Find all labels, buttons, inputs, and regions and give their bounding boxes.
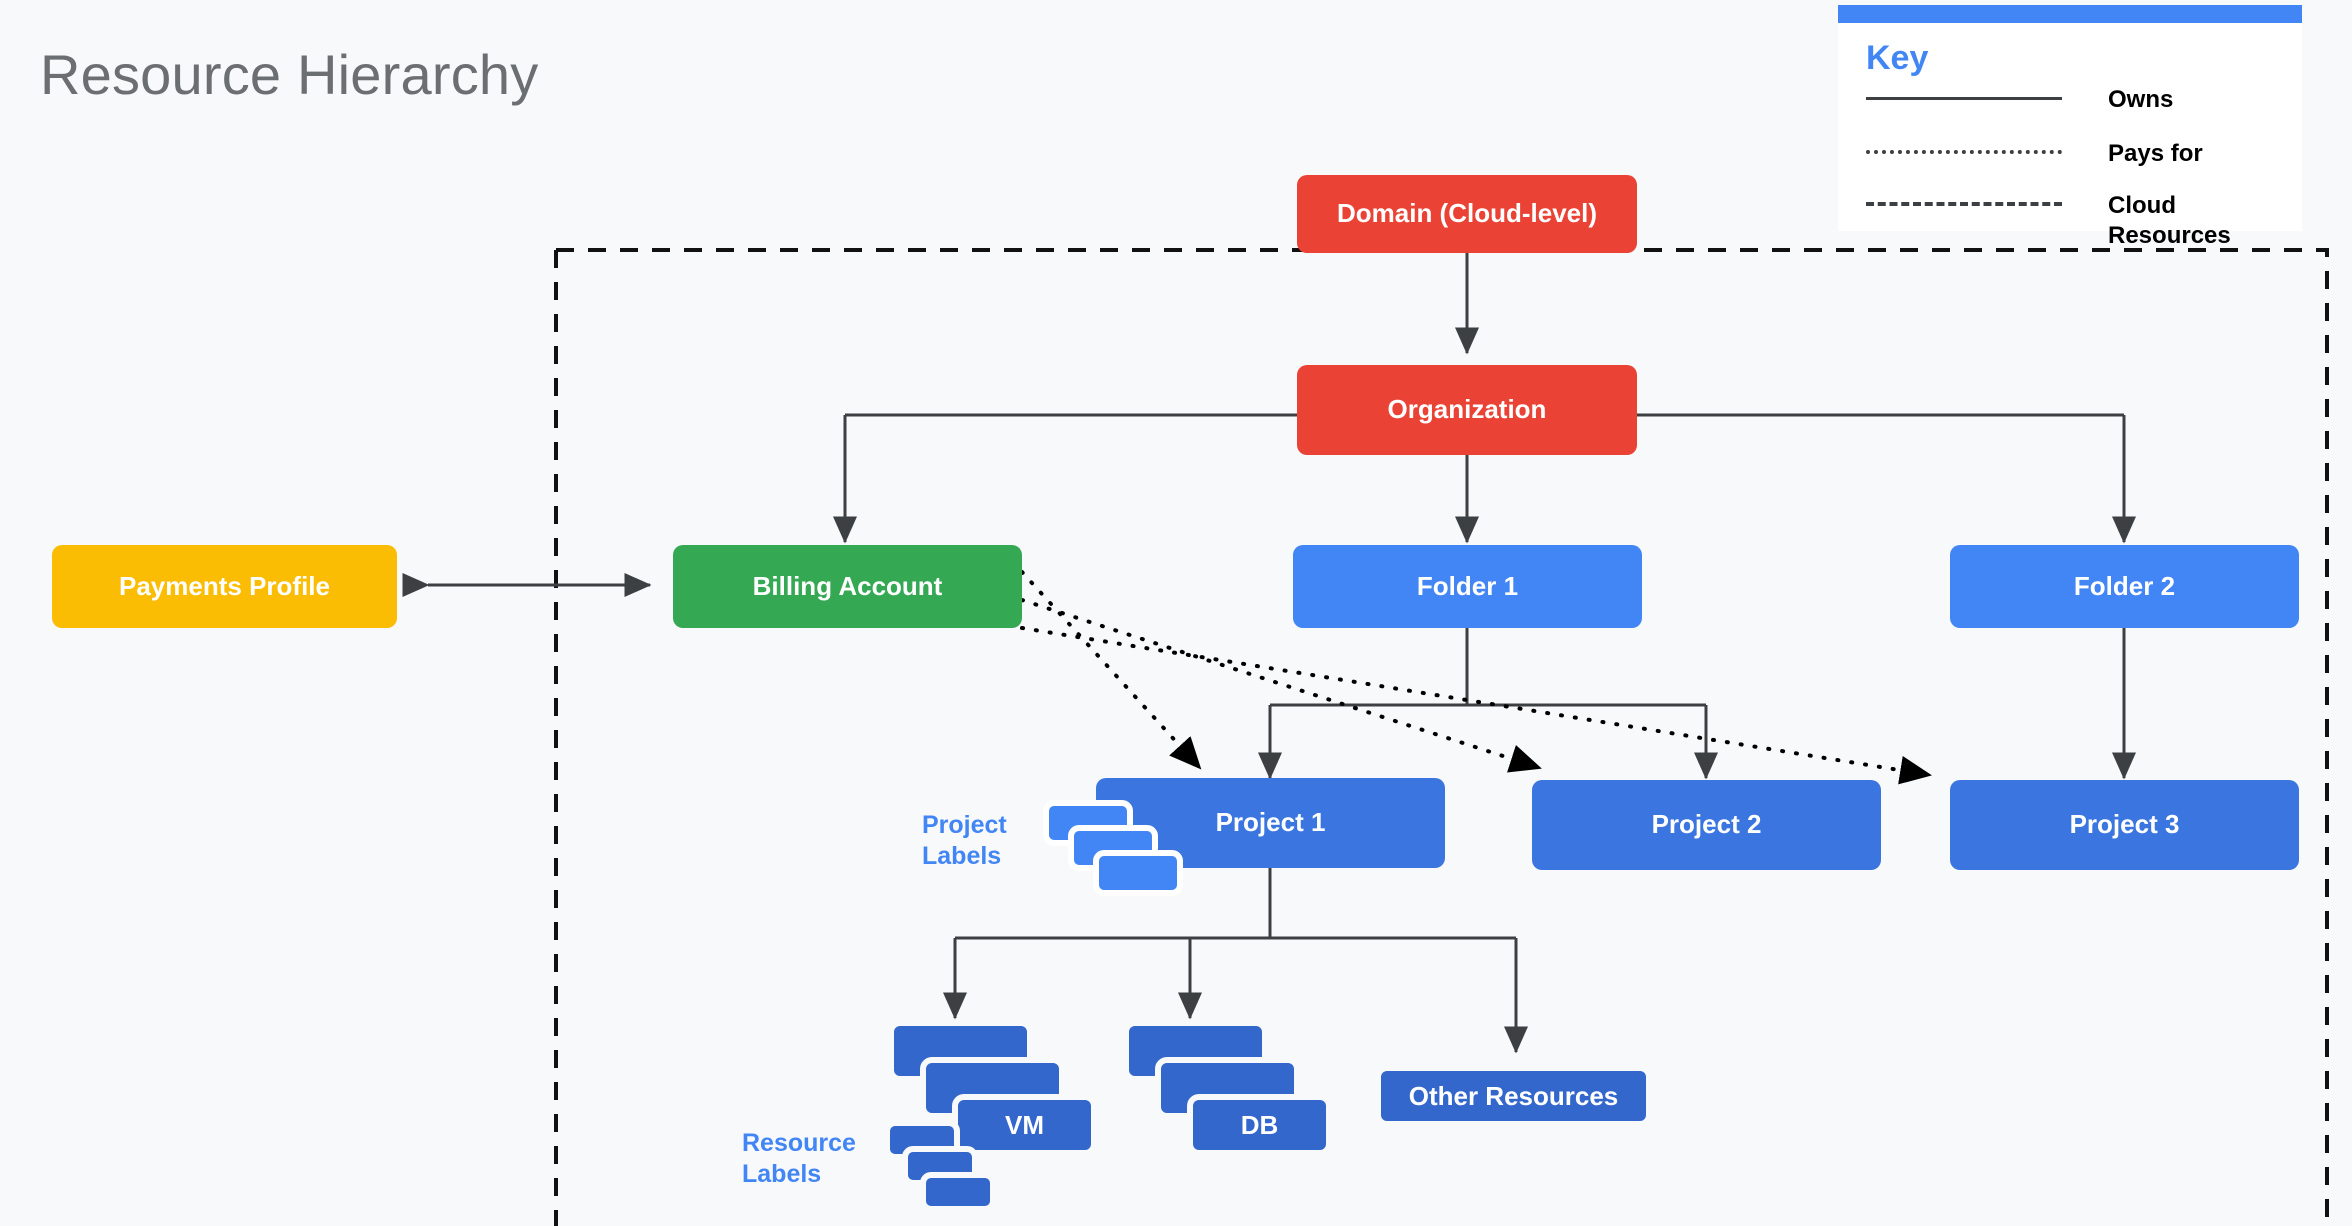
key-line-solid-icon (1866, 85, 2062, 111)
node-folder-1[interactable]: Folder 1 (1293, 545, 1642, 628)
node-vm-label: VM (1005, 1109, 1044, 1140)
project-label-chip-3 (1093, 850, 1183, 896)
key-accent-bar (1838, 5, 2302, 23)
node-organization[interactable]: Organization (1297, 365, 1637, 455)
node-folder-1-label: Folder 1 (1416, 570, 1519, 601)
node-domain[interactable]: Domain (Cloud-level) (1297, 175, 1637, 253)
node-other-resources[interactable]: Other Resources (1375, 1065, 1652, 1127)
node-payments-profile-label: Payments Profile (119, 570, 330, 601)
node-folder-2[interactable]: Folder 2 (1950, 545, 2299, 628)
node-project-2-label: Project 2 (1651, 809, 1762, 840)
node-project-3[interactable]: Project 3 (1950, 780, 2299, 870)
resource-label-chip-3 (920, 1172, 996, 1212)
node-project-3-label: Project 3 (2069, 809, 2180, 840)
key-row-cloud-resources: Cloud Resources (1866, 191, 2286, 251)
node-db[interactable]: DB (1187, 1094, 1332, 1156)
node-project-2[interactable]: Project 2 (1532, 780, 1881, 870)
key-heading: Key (1866, 39, 1929, 77)
key-label-pays-for: Pays for (2108, 140, 2203, 167)
resource-labels-annotation: Resource Labels (742, 1129, 856, 1188)
node-other-resources-label: Other Resources (1408, 1080, 1619, 1111)
node-payments-profile[interactable]: Payments Profile (52, 545, 397, 628)
node-billing-account[interactable]: Billing Account (673, 545, 1022, 628)
key-row-owns: Owns (1866, 85, 2286, 115)
key-row-pays-for: Pays for (1866, 139, 2286, 169)
key-legend: Key Owns Pays for Cloud Resources (1838, 5, 2302, 249)
project-labels-annotation: Project Labels (922, 811, 1007, 870)
node-folder-2-label: Folder 2 (2073, 570, 2176, 601)
page-title: Resource Hierarchy (40, 43, 539, 106)
key-label-owns: Owns (2108, 86, 2174, 113)
node-billing-account-label: Billing Account (752, 570, 943, 601)
key-label-cloud-resources: Cloud Resources (2108, 192, 2231, 249)
key-line-dotted-icon (1866, 139, 2062, 165)
node-domain-label: Domain (Cloud-level) (1336, 198, 1597, 229)
node-project-1-label: Project 1 (1215, 807, 1326, 838)
node-organization-label: Organization (1387, 394, 1547, 425)
key-line-dashed-icon (1866, 191, 2062, 217)
node-db-label: DB (1240, 1109, 1279, 1140)
node-vm[interactable]: VM (952, 1094, 1097, 1156)
